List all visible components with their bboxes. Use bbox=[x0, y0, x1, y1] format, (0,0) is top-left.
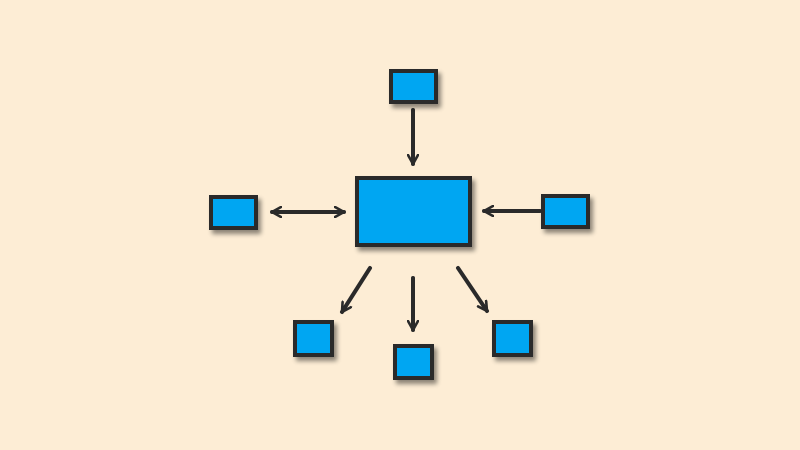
node-hub bbox=[355, 176, 472, 247]
node-bottom-right bbox=[492, 320, 533, 357]
node-left bbox=[209, 195, 258, 230]
node-right bbox=[541, 194, 590, 229]
arrow-hub-to-bottom-right bbox=[456, 266, 489, 313]
node-bottom-left bbox=[293, 320, 334, 357]
node-top bbox=[389, 69, 438, 104]
connector-group bbox=[270, 108, 542, 332]
node-group bbox=[209, 69, 590, 380]
arrow-hub-to-bottom-left bbox=[340, 266, 372, 314]
node-bottom-center bbox=[393, 344, 434, 380]
